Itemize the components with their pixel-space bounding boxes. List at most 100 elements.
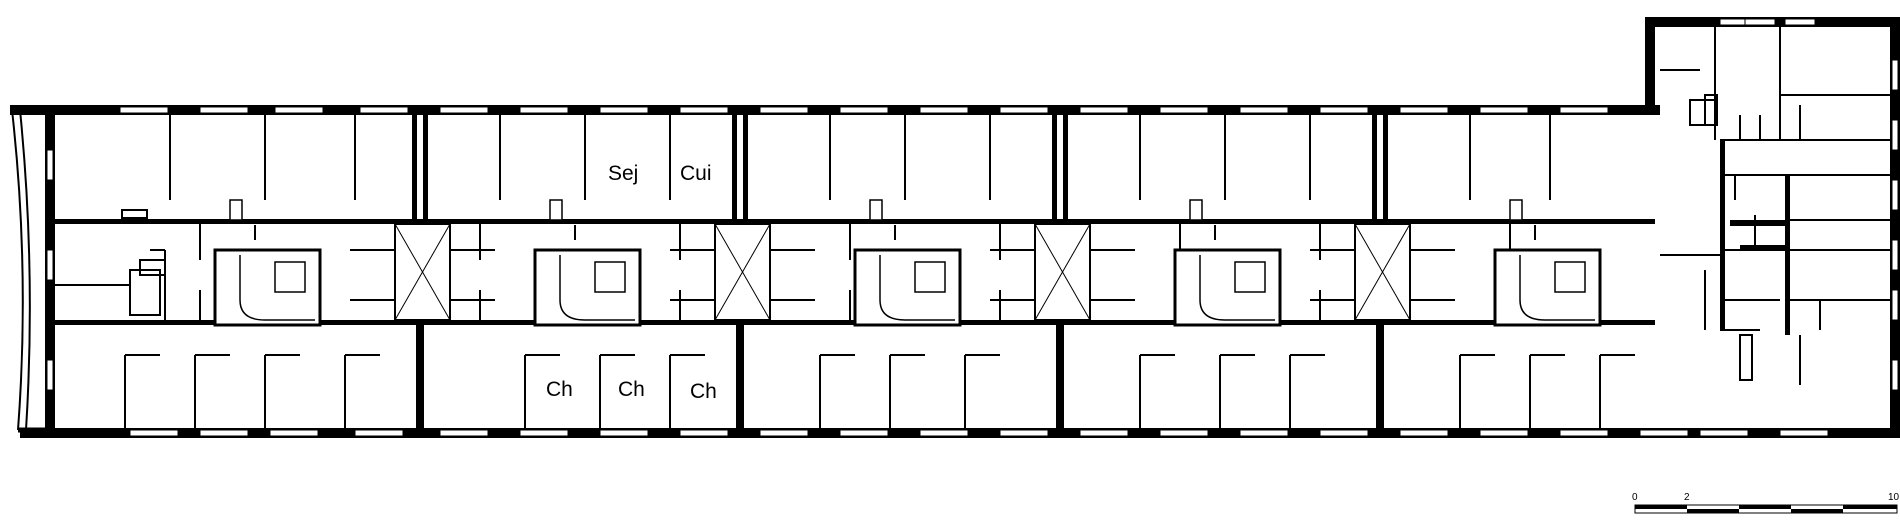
elevator-cross [1354,223,1411,321]
window-bottom [1319,429,1369,437]
window-top [1399,106,1449,114]
window-bottom [919,429,969,437]
toilet [594,261,626,293]
party-walls [412,110,1388,430]
window-wing-side [1891,179,1899,211]
room-labels: Sej Cui Ch Ch Ch [546,162,717,403]
scale-bar-segment-1 [1635,505,1687,509]
toilet [274,261,306,293]
window-bottom [1639,429,1689,437]
party-wall-upper [732,110,737,220]
window-bottom [519,429,569,437]
scale-bar-segment-4 [1791,509,1843,513]
scale-tick-2: 2 [1684,492,1690,503]
window-top [759,106,809,114]
shaft [1509,199,1523,221]
window-bottom [1779,429,1829,437]
window-bottom [1559,429,1609,437]
scale-tick-10: 10 [1888,492,1900,503]
outer-walls [10,17,1900,438]
shaft [1189,199,1203,221]
wing-corridor-wall-2 [1785,175,1790,335]
party-wall-upper [412,110,417,220]
window-wing-side [1891,59,1899,91]
bathtub [559,255,635,321]
window-bottom [839,429,889,437]
window-bottom [269,429,319,437]
window-bottom [999,429,1049,437]
party-wall-upper [1372,110,1377,220]
scale-bar-segment-2 [1687,509,1739,513]
wall-right [1890,17,1900,438]
shaft [869,199,883,221]
window-top [199,106,249,114]
window-top [1319,106,1369,114]
party-wall-upper [743,110,748,220]
right-wing-details [1660,27,1890,385]
scale-bar-segment-3 [1739,505,1791,509]
wall-wing-left [1645,17,1655,115]
window-bottom [354,429,404,437]
bathtub [879,255,955,321]
label-ch-1: Ch [546,378,573,401]
window-bottom [129,429,179,437]
window-bottom [1479,429,1529,437]
window-wing-side [1891,239,1899,271]
window-top [519,106,569,114]
label-cui: Cui [680,162,712,185]
window-top [1159,106,1209,114]
elevator-cross [714,223,771,321]
window-top [999,106,1049,114]
partitions [124,115,1635,428]
window-top [119,106,169,114]
party-wall-upper [423,110,428,220]
label-ch-3: Ch [690,380,717,403]
window-top [839,106,889,114]
bathtub [239,255,315,321]
window-bottom [1079,429,1129,437]
shaft [229,199,243,221]
cores [350,223,1455,321]
bathroom-pods [213,199,1602,327]
window-bottom [1399,429,1449,437]
window-top [274,106,324,114]
party-wall-lower [1056,325,1064,430]
party-wall-lower [416,325,424,430]
window-top [1559,106,1609,114]
party-wall-upper [1052,110,1057,220]
window-wing-top [1744,18,1776,26]
left-end-details [55,209,166,320]
window-wing-top [1784,18,1816,26]
window-bottom [1159,429,1209,437]
curved-facade [10,105,50,433]
window-top [359,106,409,114]
elevator-cross [394,223,451,321]
window-top [1079,106,1129,114]
window-bottom [199,429,249,437]
window-top [1479,106,1529,114]
window-wing-side [1891,119,1899,151]
window-top [599,106,649,114]
toilet [1554,261,1586,293]
window-bottom [759,429,809,437]
window-bottom [679,429,729,437]
party-wall-upper [1383,110,1388,220]
bathtub [1519,255,1595,321]
party-wall-lower [736,325,744,430]
bathtub [1199,255,1275,321]
scale-bar: 0 2 10 [1632,492,1900,514]
window-left-side [46,359,54,391]
window-top [439,106,489,114]
window-bottom [1699,429,1749,437]
window-bottom [1239,429,1289,437]
window-top [1239,106,1289,114]
right-wing-thick [1730,220,1785,251]
scale-tick-0: 0 [1632,492,1638,503]
window-top [919,106,969,114]
party-wall-lower [1376,325,1384,430]
wing-corridor-wall [1720,140,1725,330]
window-top [679,106,729,114]
window-bottom [599,429,649,437]
window-wing-side [1891,359,1899,391]
